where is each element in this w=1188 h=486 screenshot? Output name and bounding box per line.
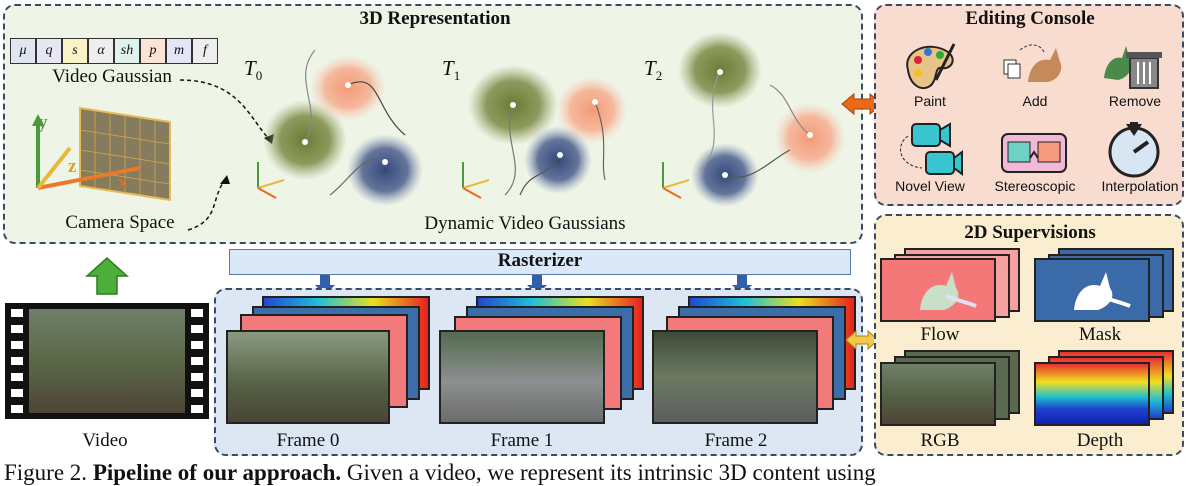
caption-prefix: Figure 2.: [4, 460, 88, 485]
supervision-mask-label: Mask: [1078, 324, 1122, 345]
interpolation-icon: [1108, 122, 1160, 178]
time-label-1: T1: [442, 56, 461, 84]
dynamic-gaussians: [263, 32, 846, 207]
axis-y-label: y: [38, 112, 48, 133]
blue-gaussian-t0: [347, 134, 423, 206]
caption-bold: Pipeline of our approach.: [92, 460, 342, 485]
supervision-flow-label: Flow: [920, 324, 960, 345]
attr-q: q: [36, 38, 62, 64]
axes-t0: [257, 162, 285, 199]
axis-z-label: z: [68, 156, 77, 177]
console-item-stereoscopic: Stereoscopic: [994, 178, 1076, 194]
up-arrow: [85, 256, 129, 295]
video-filmstrip: [5, 303, 209, 419]
console-item-add: Add: [1022, 93, 1048, 109]
time-label-0: T0: [244, 56, 263, 84]
supervisions-title: 2D Supervisions: [964, 222, 1096, 243]
console-item-paint: Paint: [914, 93, 946, 109]
attr-alpha: α: [88, 38, 114, 64]
attr-m: m: [166, 38, 192, 64]
orange-gaussian-t1: [556, 76, 628, 144]
supervision-rgb-label: RGB: [920, 430, 960, 451]
rasterizer-bar: [229, 249, 851, 275]
axes-t1: [462, 162, 490, 199]
attr-s: s: [62, 38, 88, 64]
editing-console-title: Editing Console: [965, 8, 1095, 29]
console-item-remove: Remove: [1108, 93, 1162, 109]
add-icon: [1003, 44, 1062, 82]
attr-mu: μ: [10, 38, 36, 64]
video-frame-image: [29, 309, 185, 413]
rasterizer-label: Rasterizer: [497, 250, 583, 271]
attribute-strip: μ q s α sh p m f: [10, 38, 218, 64]
remove-icon: [1104, 46, 1162, 89]
attr-f: f: [192, 38, 218, 64]
axis-x-label: x: [118, 172, 128, 193]
video-label: Video: [82, 430, 128, 451]
filmstrip-holes: [11, 309, 203, 413]
representation-title: 3D Representation: [359, 8, 511, 29]
novel-view-icon: [899, 122, 963, 176]
console-item-interpolation: Interpolation: [1101, 178, 1179, 194]
paint-icon: [906, 43, 956, 89]
flow-kangaroo: [920, 272, 977, 310]
stereoscopic-icon: [1001, 133, 1067, 173]
frame-label-2: Frame 2: [704, 430, 768, 451]
frame-label-1: Frame 1: [490, 430, 554, 451]
camera-space-illustration: [32, 106, 171, 202]
dynamic-gaussians-label: Dynamic Video Gaussians: [424, 213, 626, 234]
camera-space-label: Camera Space: [65, 212, 175, 233]
blue-gaussian-t1: [524, 126, 592, 194]
mask-kangaroo: [1074, 272, 1131, 310]
video-gaussian-label: Video Gaussian: [52, 66, 172, 87]
supervision-depth-label: Depth: [1076, 430, 1124, 451]
console-item-novel-view: Novel View: [895, 178, 965, 194]
figure-caption: Figure 2. Pipeline of our approach. Give…: [4, 460, 1188, 486]
small-axes: [257, 162, 690, 199]
attr-sh: sh: [114, 38, 140, 64]
attr-p: p: [140, 38, 166, 64]
time-label-2: T2: [644, 56, 663, 84]
caption-rest: Given a video, we represent its intrinsi…: [346, 460, 876, 485]
axes-t2: [662, 162, 690, 199]
frame-label-0: Frame 0: [276, 430, 340, 451]
